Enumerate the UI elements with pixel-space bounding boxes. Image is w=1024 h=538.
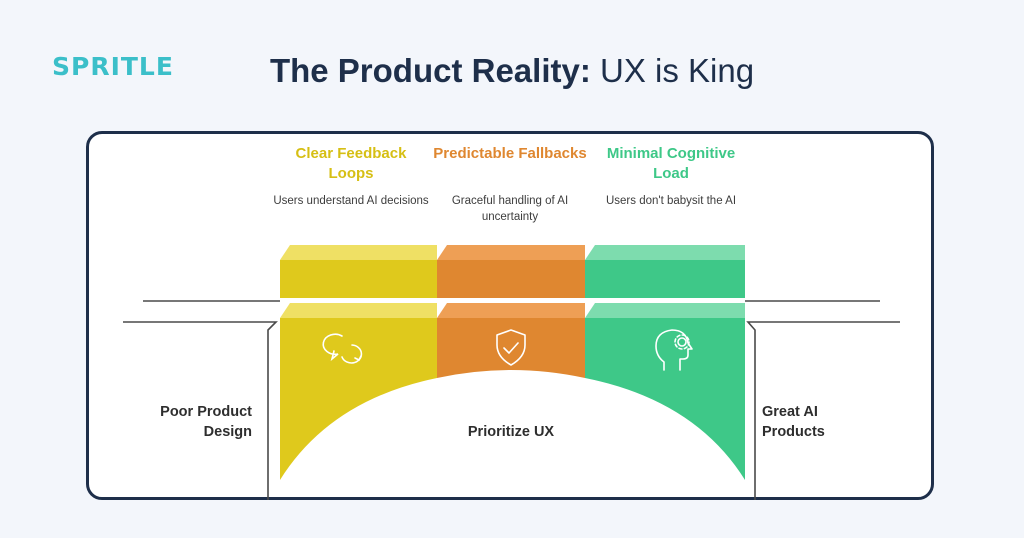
right-label: Great AI Products — [762, 404, 825, 440]
shield-check-icon — [496, 329, 526, 366]
head-gear-icon — [655, 329, 693, 371]
page-title: The Product Reality: UX is King — [0, 52, 1024, 90]
pillar-desc-fallbacks: Graceful handling of AI uncertainty — [451, 195, 569, 223]
pillar-title-fallbacks: Predictable Fallbacks — [433, 145, 587, 162]
pillar-feedback-block — [280, 245, 437, 480]
spritle-logo: SPRITLE — [52, 52, 174, 81]
title-bold: The Product Reality: — [269, 52, 591, 89]
diagram-frame — [86, 131, 934, 500]
pillar-desc-feedback: Users understand AI decisions — [273, 195, 429, 207]
left-label: Poor Product Design — [160, 404, 252, 440]
pillar-title-feedback: Clear Feedback Loops — [295, 145, 407, 182]
pillar-fallbacks-block — [437, 245, 585, 378]
pillar-title-cognitive: Minimal Cognitive Load — [606, 145, 736, 182]
pillar-desc-cognitive: Users don't babysit the AI — [605, 195, 737, 207]
refresh-chat-icon — [322, 333, 363, 364]
title-light: UX is King — [600, 52, 755, 89]
cliff-lines — [123, 300, 900, 500]
center-label: Prioritize UX — [467, 424, 555, 440]
pillar-cognitive-block — [585, 245, 745, 480]
